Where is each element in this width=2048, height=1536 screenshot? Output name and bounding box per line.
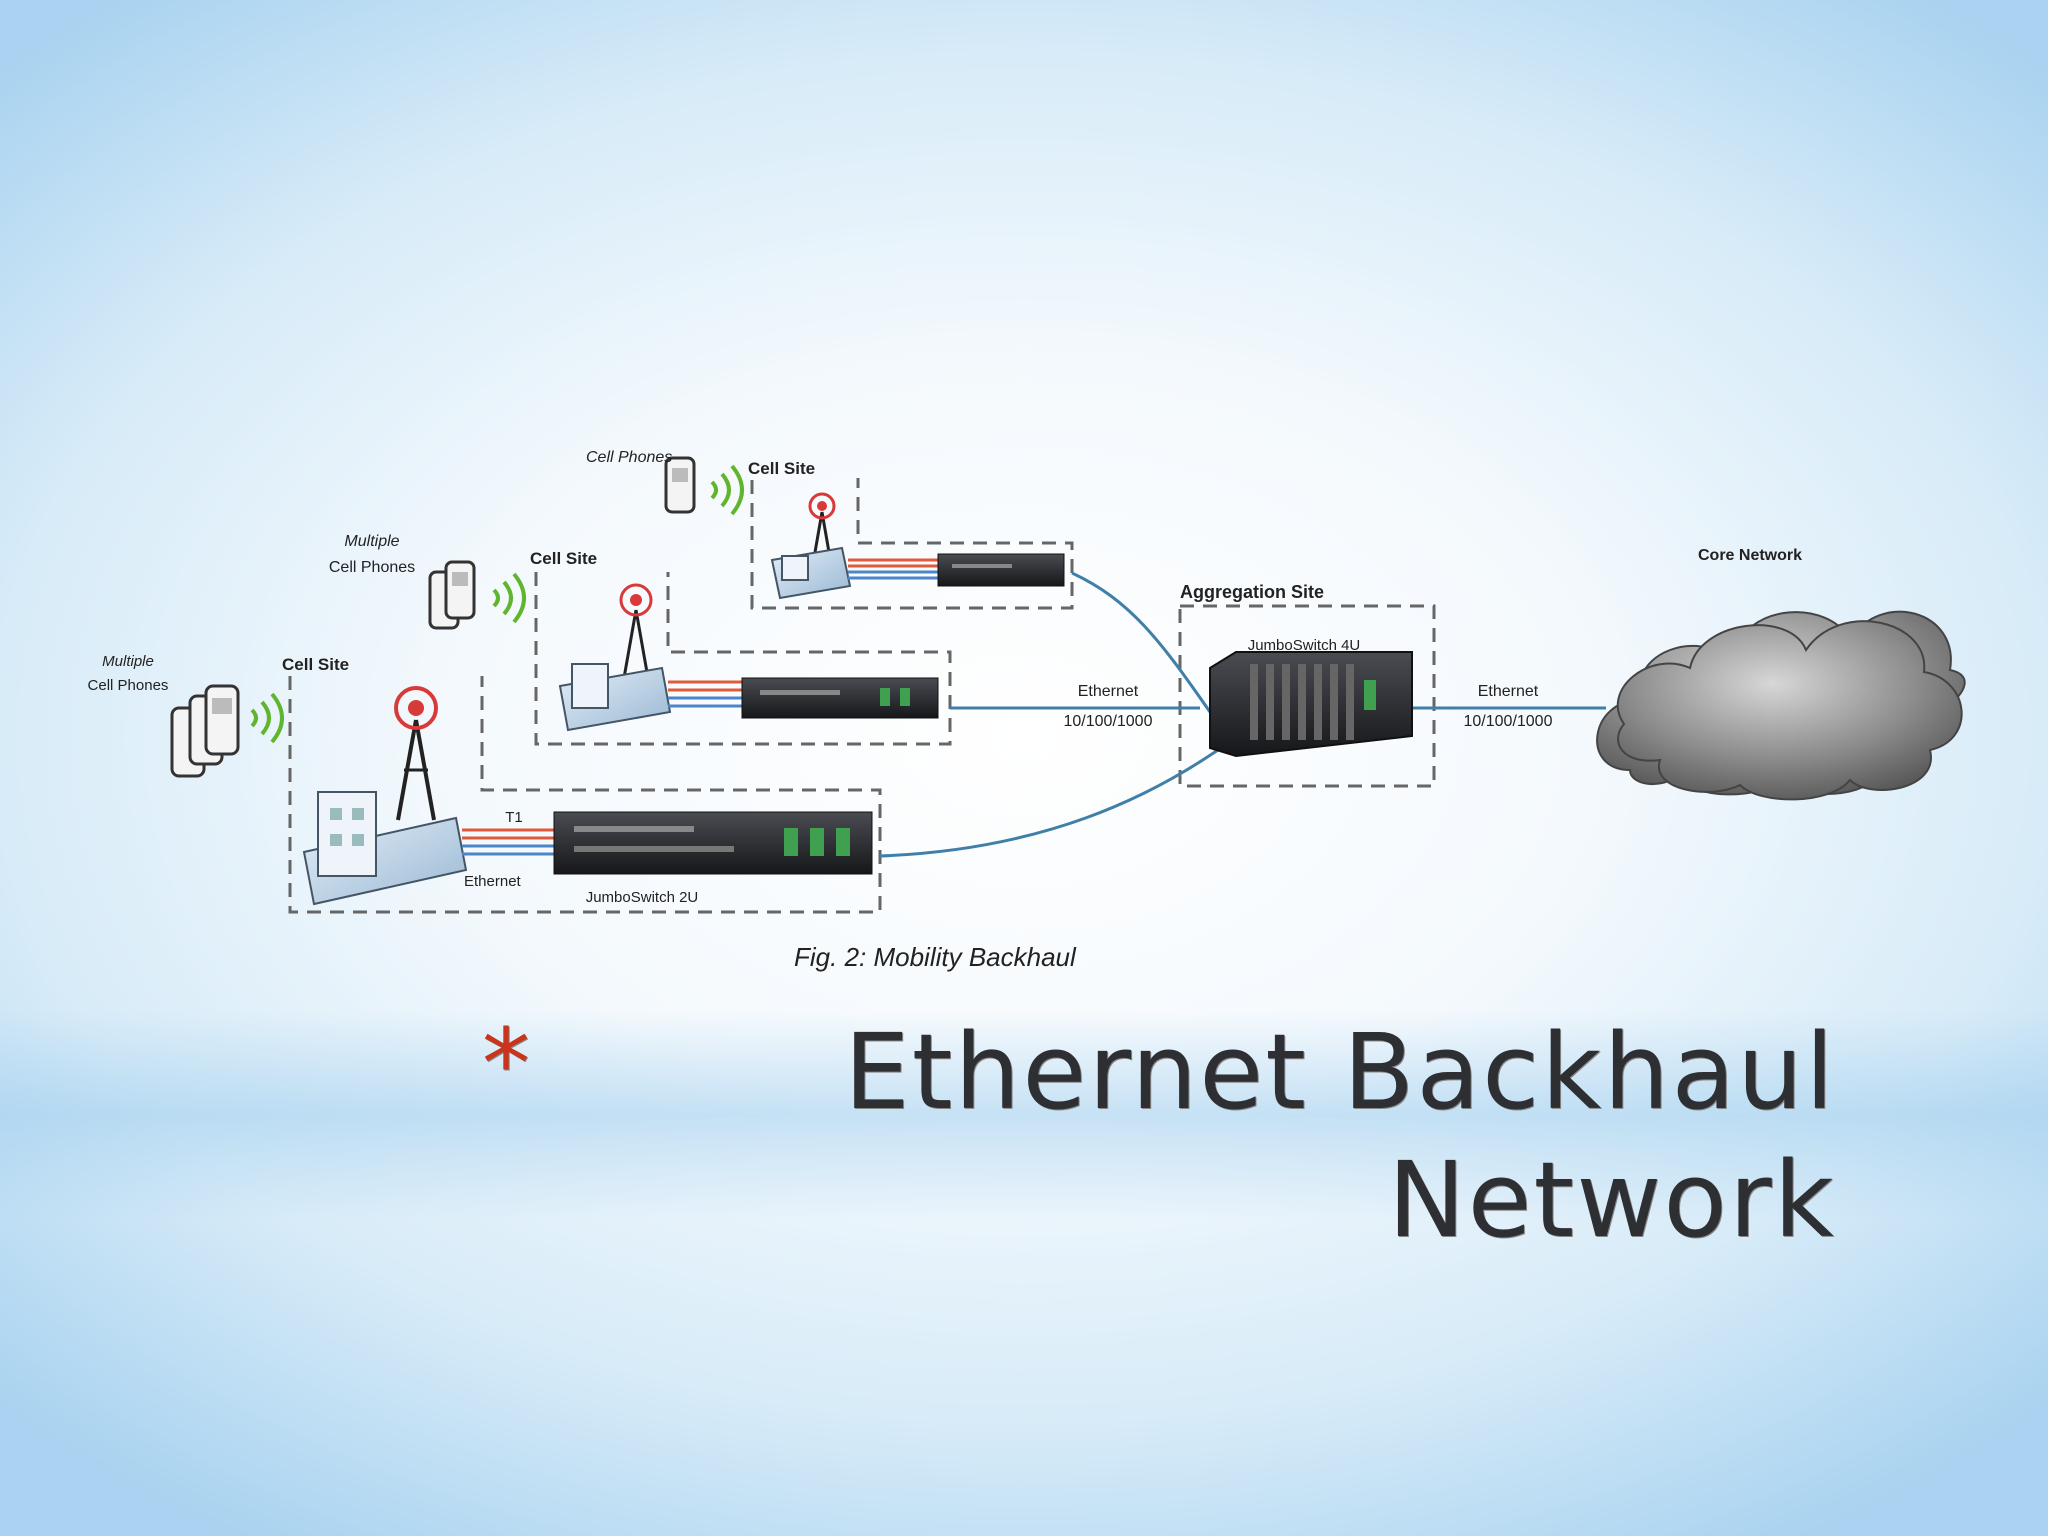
phones-label-bottom-line1: Multiple (102, 653, 154, 670)
link-ethernet-label: Ethernet (1078, 683, 1139, 700)
signal-waves-icon (492, 572, 526, 624)
signal-waves-icon (250, 692, 284, 744)
title-text-2: Network (1387, 1139, 1836, 1261)
building-icon (302, 791, 468, 906)
t1-label: T1 (505, 809, 523, 826)
signal-waves-icon (710, 464, 744, 516)
phones-label-top: Cell Phones (586, 449, 672, 466)
phones-label-bottom-line2: Cell Phones (88, 677, 169, 694)
bullet-asterisk: * (482, 1008, 532, 1120)
title-line-2: Network (536, 1136, 1836, 1264)
link-speed-label: 10/100/1000 (1064, 713, 1153, 730)
building-icon (770, 546, 852, 600)
backhaul-links (879, 571, 1606, 858)
cell-phone-icon (428, 560, 476, 630)
cell-site-label-top: Cell Site (748, 459, 815, 478)
building-icon (558, 663, 672, 732)
figure-caption: Fig. 2: Mobility Backhaul (794, 942, 1077, 972)
site-ethernet-label: Ethernet (464, 873, 522, 890)
switch-device-icon (553, 811, 873, 875)
background-band (0, 1010, 2048, 1220)
jumboswitch-4u-label: JumboSwitch 4U (1248, 637, 1361, 654)
cell-site-label-middle: Cell Site (530, 549, 597, 568)
cell-site-top (664, 456, 1065, 600)
cell-tower-icon (808, 492, 836, 559)
core-network-label: Core Network (1698, 547, 1802, 564)
site-cables (848, 558, 940, 580)
cell-phone-icon (170, 684, 240, 778)
site-cables (668, 680, 744, 708)
cell-phone-icon (664, 456, 696, 514)
cell-tower-icon (394, 686, 438, 821)
switch-device-icon (741, 677, 939, 719)
switch-device-icon (937, 553, 1065, 587)
cell-tower-icon (619, 583, 653, 679)
slide-title: * Ethernet Backhaul Network (482, 1008, 1836, 1264)
aggregation-site-label: Aggregation Site (1180, 582, 1324, 602)
phones-label-middle-line2: Cell Phones (329, 559, 415, 576)
jumboswitch-2u-label: JumboSwitch 2U (586, 889, 699, 906)
cell-site-bottom (170, 684, 873, 906)
cell-site-label-bottom: Cell Site (282, 655, 349, 674)
core-link-ethernet-label: Ethernet (1478, 683, 1539, 700)
site-cables (462, 828, 556, 856)
cell-site-middle (428, 560, 939, 732)
mobility-backhaul-diagram: Cell Phones Cell Site Multiple Cell Phon… (88, 449, 1966, 972)
title-line-1: * Ethernet Backhaul (482, 1008, 1836, 1136)
phones-label-middle-line1: Multiple (344, 533, 399, 550)
aggregation-switch-icon (1209, 651, 1413, 758)
core-link-speed-label: 10/100/1000 (1464, 713, 1553, 730)
cloud-icon (1596, 610, 1966, 801)
title-text-1: Ethernet Backhaul (844, 1011, 1836, 1133)
site-boxes (288, 478, 1436, 914)
